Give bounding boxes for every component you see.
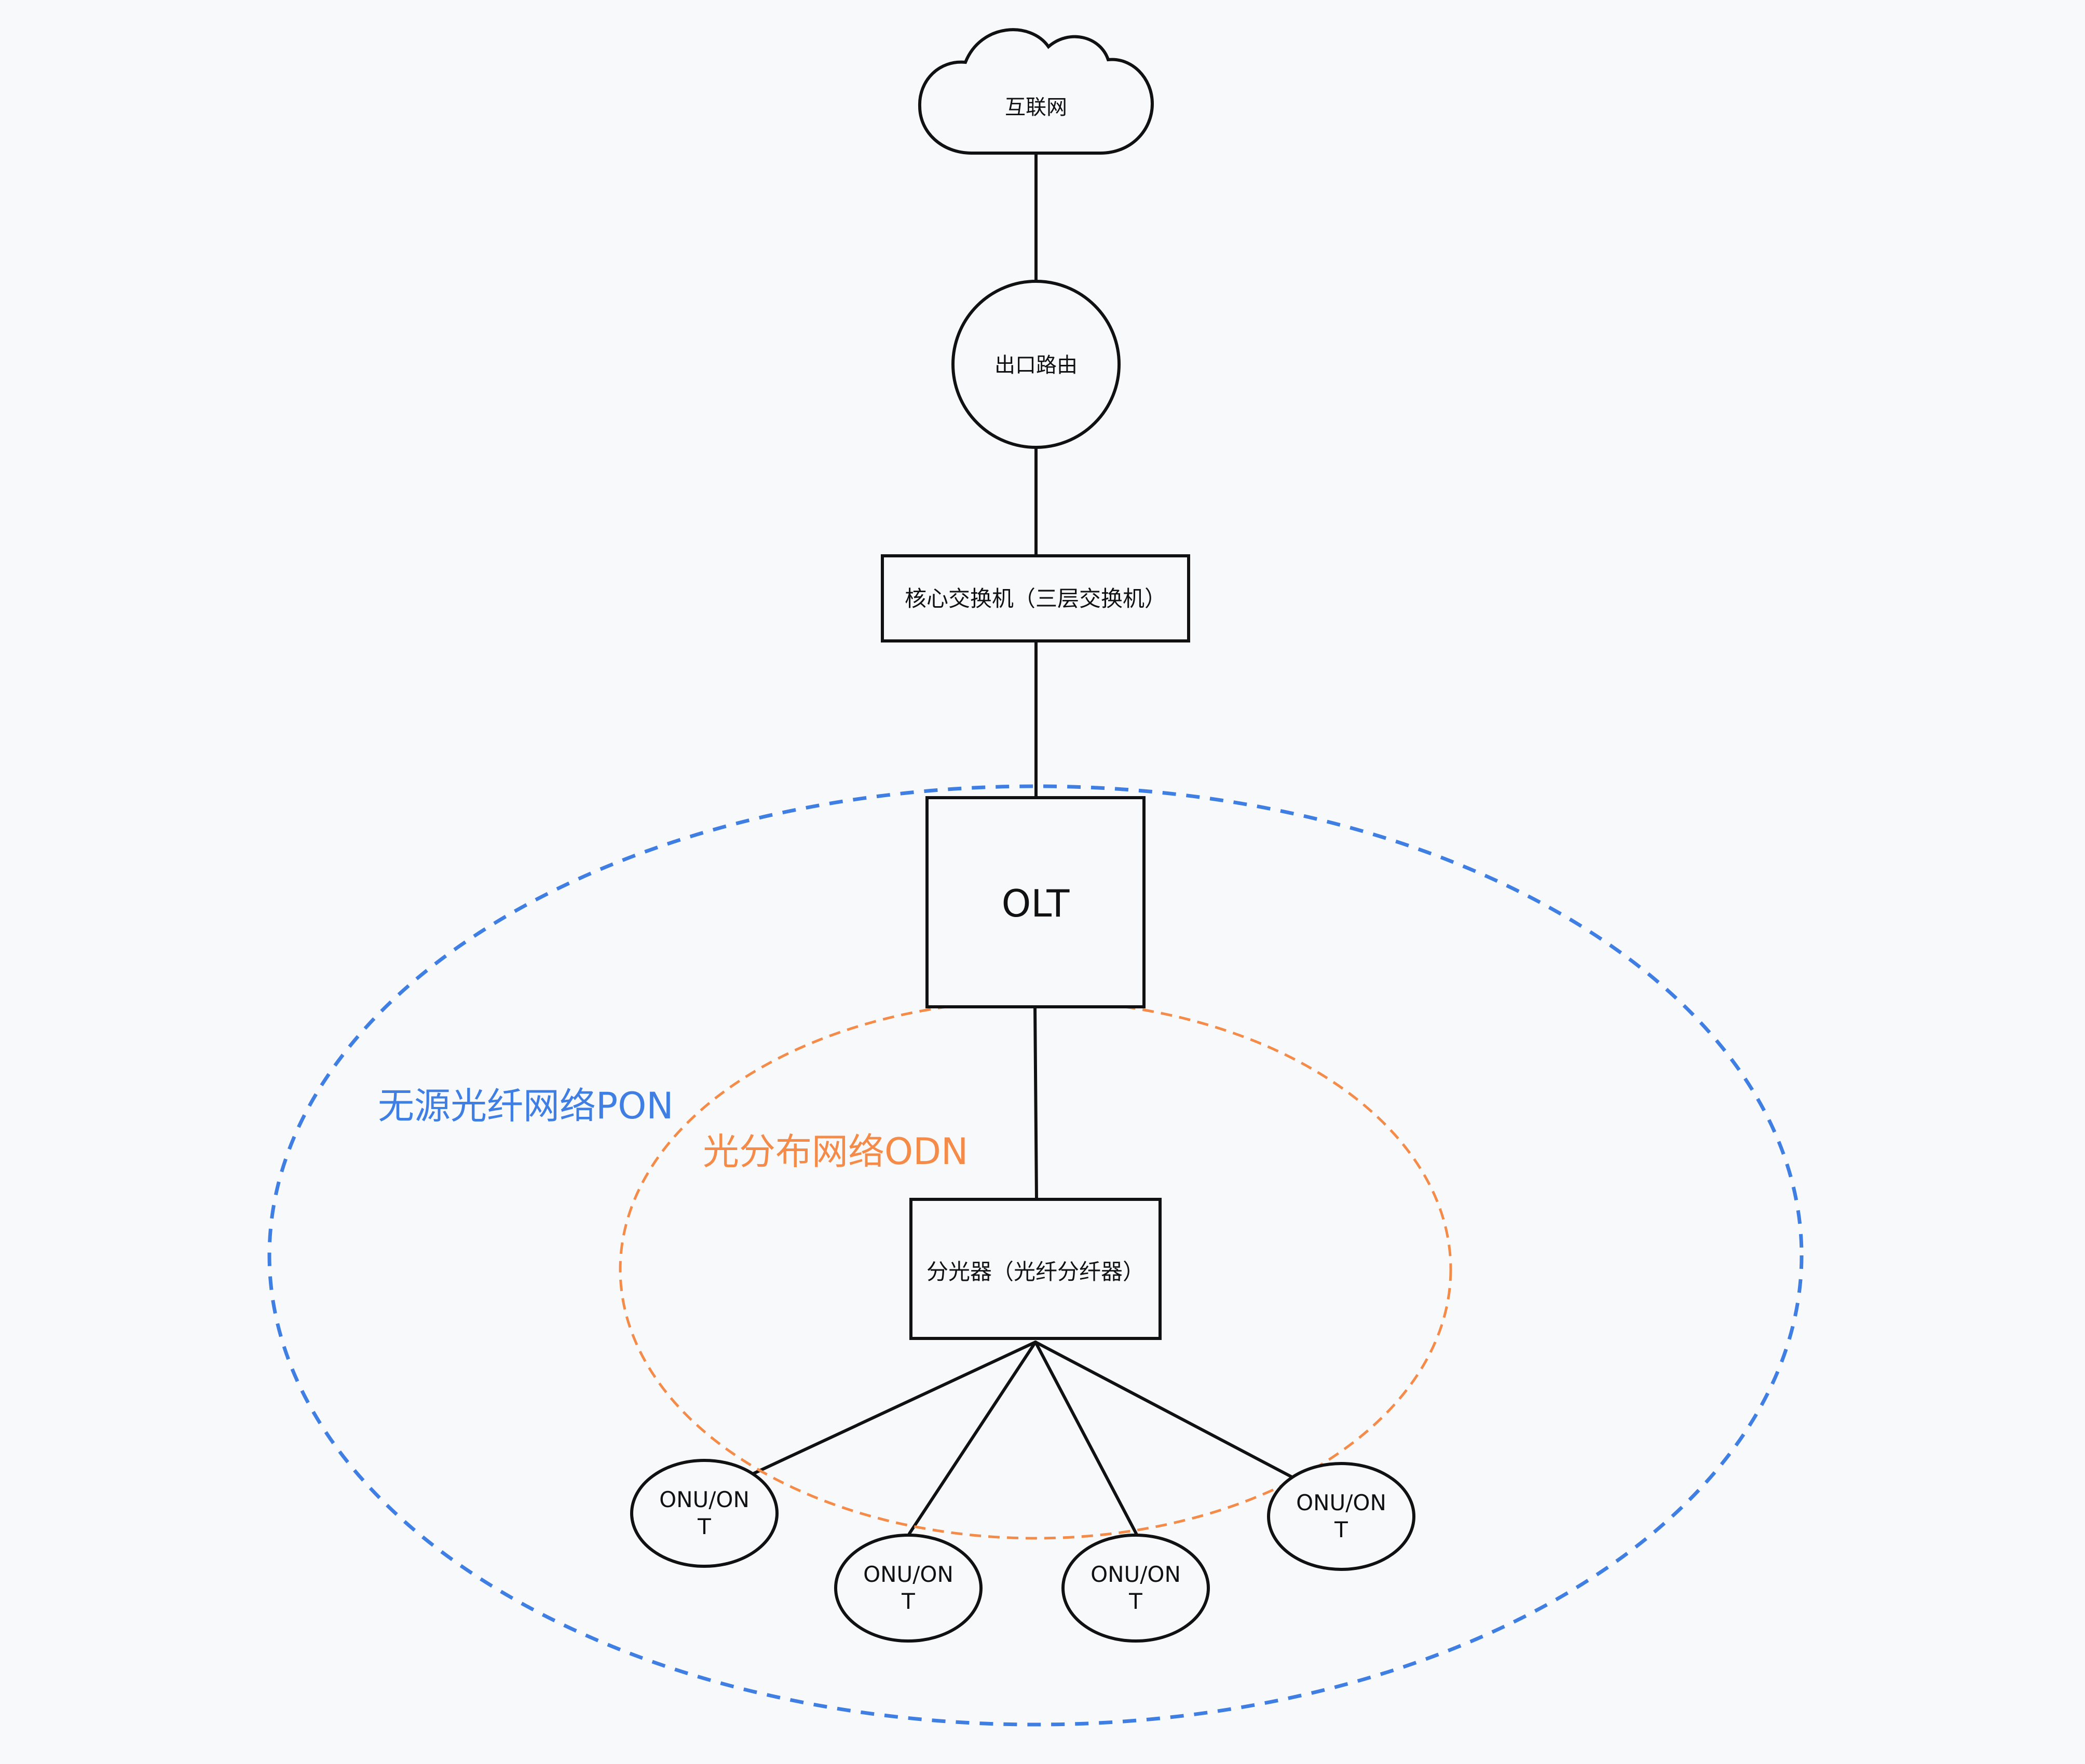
link-splitter-onu-3: [1034, 1341, 1138, 1535]
internet-label: 互联网: [1005, 95, 1067, 119]
onu-node: ONU/ON T: [1267, 1462, 1415, 1571]
internet-cloud: 互联网: [918, 28, 1154, 155]
connections: [750, 152, 1294, 1535]
olt-node: OLT: [925, 796, 1146, 1008]
splitter-node: 分光器（光纤分纤器）: [909, 1198, 1162, 1340]
onu-ellipse: [1267, 1462, 1415, 1571]
router-label: 出口路由: [994, 353, 1078, 377]
onu-ellipse: [1061, 1534, 1210, 1643]
onu-label-line2: T: [1334, 1517, 1348, 1542]
link-splitter-onu-2: [908, 1341, 1037, 1535]
olt-box: [925, 796, 1146, 1008]
olt-label: OLT: [1002, 882, 1070, 925]
router-node: 出口路由: [951, 280, 1121, 449]
onu-node: ONU/ON T: [1061, 1534, 1210, 1643]
onu-ellipse: [630, 1459, 779, 1568]
onu-ellipse: [834, 1534, 983, 1643]
router-circle: [951, 280, 1121, 449]
onu-node: ONU/ON T: [630, 1459, 779, 1568]
onu-label-line1: ONU/ON: [863, 1562, 953, 1587]
core-switch-node: 核心交换机（三层交换机）: [881, 554, 1190, 642]
onu-label-line2: T: [901, 1589, 915, 1614]
onu-label-line1: ONU/ON: [1296, 1490, 1386, 1515]
core-switch-label: 核心交换机（三层交换机）: [905, 586, 1166, 611]
onu-label-line2: T: [1128, 1589, 1142, 1614]
splitter-box: [909, 1198, 1162, 1340]
link-splitter-onu-1: [750, 1341, 1037, 1476]
pon-region: 无源光纤网络PON: [267, 784, 1804, 1727]
link-olt-splitter: [1033, 1005, 1038, 1201]
onu-label-line1: ONU/ON: [659, 1487, 749, 1512]
odn-label: 光分布网络ODN: [703, 1130, 968, 1173]
onu-label-line2: T: [697, 1514, 711, 1539]
pon-label: 无源光纤网络PON: [378, 1085, 674, 1127]
onu-node: ONU/ON T: [834, 1534, 983, 1643]
onu-label-line1: ONU/ON: [1091, 1562, 1181, 1587]
core-switch-box: [881, 554, 1190, 642]
cloud-shape: [918, 28, 1154, 155]
link-splitter-onu-4: [1034, 1341, 1294, 1479]
pon-boundary: [267, 784, 1804, 1727]
splitter-label: 分光器（光纤分纤器）: [926, 1259, 1144, 1284]
